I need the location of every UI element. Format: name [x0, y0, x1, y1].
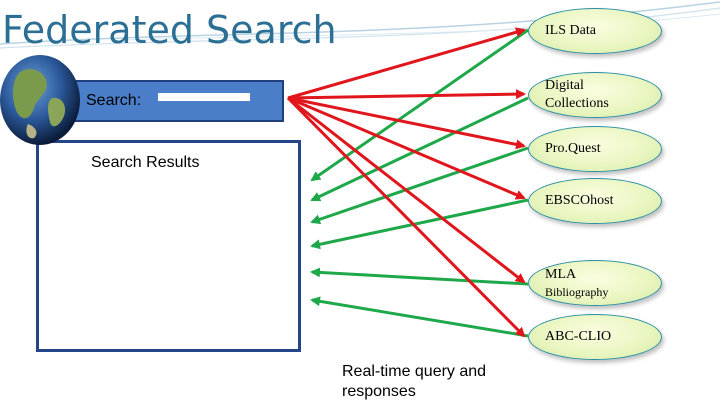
response-arrow [310, 267, 529, 286]
source-label: Digital [545, 78, 584, 93]
response-arrow [310, 146, 529, 225]
source-label: Pro.Quest [545, 141, 601, 156]
query-arrow [287, 27, 526, 100]
source-node-ebscohost: EBSCOhost [528, 178, 662, 224]
response-arrow [310, 28, 529, 182]
response-arrow [310, 198, 529, 250]
search-input[interactable] [158, 93, 250, 101]
query-arrow [287, 89, 526, 100]
query-arrow [286, 96, 526, 338]
source-node-proquest: Pro.Quest [528, 126, 662, 172]
search-label: Search: [86, 92, 142, 109]
source-label: ILS Data [545, 23, 596, 38]
query-arrow [287, 96, 526, 284]
source-node-abc-clio: ABC-CLIO [528, 314, 662, 360]
earth-globe-icon [0, 55, 80, 145]
query-arrow [287, 96, 526, 150]
diagram-caption: Real-time query and responses [342, 362, 486, 402]
source-label-line2: Collections [545, 96, 609, 111]
caption-line-2: responses [342, 383, 416, 400]
source-label: EBSCOhost [545, 193, 614, 208]
response-arrow [310, 96, 529, 202]
source-node-ils-data: ILS Data [528, 8, 662, 54]
source-label-line2: Bibliography [545, 285, 609, 299]
search-results-label: Search Results [91, 154, 200, 171]
query-arrow [287, 96, 526, 200]
caption-line-1: Real-time query and [342, 363, 487, 380]
source-label: ABC-CLIO [545, 329, 612, 344]
page-title: Federated Search [2, 8, 337, 52]
source-node-digital-collections: Digital Collections [528, 72, 662, 118]
search-results-box [36, 140, 301, 352]
source-label: MLA [545, 267, 577, 282]
response-arrow [310, 296, 529, 338]
source-node-mla-bibliography: MLA Bibliography [528, 260, 662, 306]
